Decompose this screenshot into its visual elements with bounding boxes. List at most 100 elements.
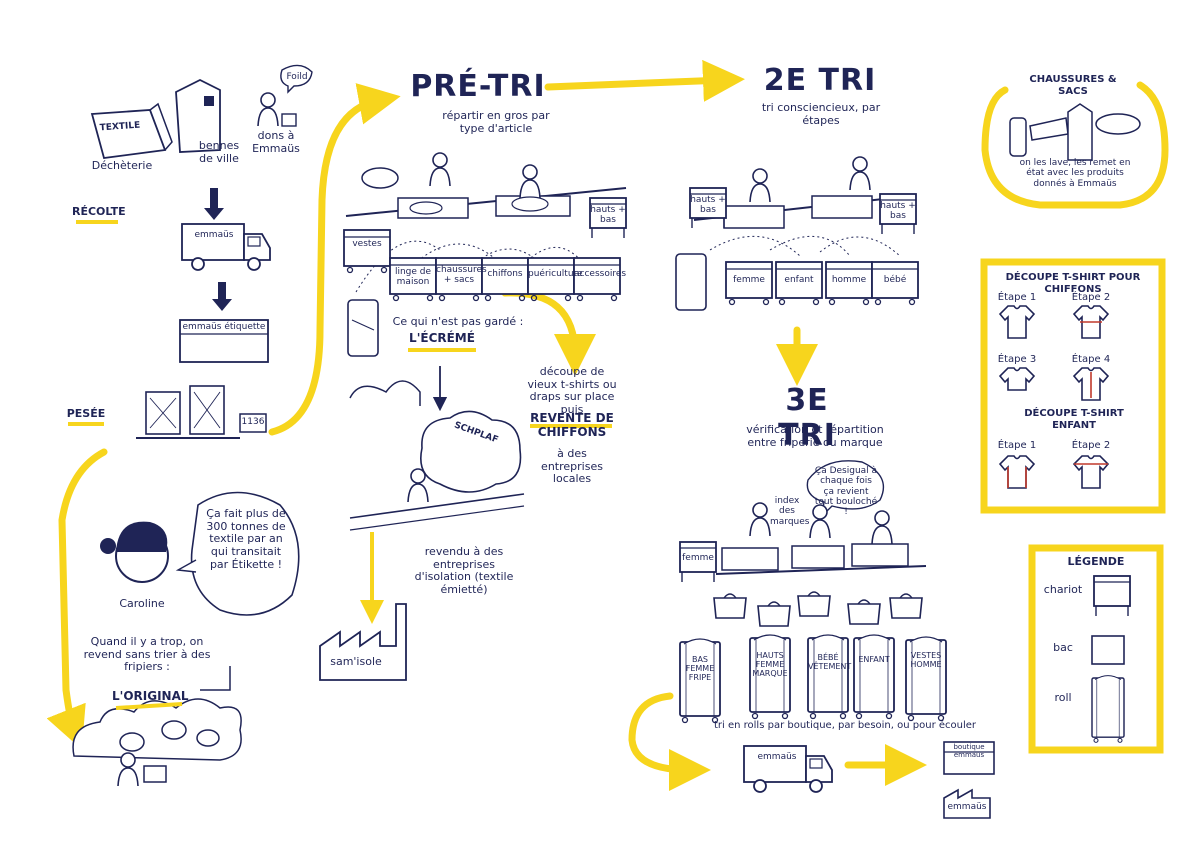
- pretri-worker-2: [519, 164, 541, 199]
- clothes-pile-icon: [361, 167, 399, 189]
- arrow-pretri-to-2etri: [544, 59, 745, 102]
- roll-vestes-homme-icon: [905, 636, 947, 722]
- bin-chiffons-label: chiffons: [487, 269, 523, 279]
- original-title: L'ORIGINAL: [112, 689, 189, 703]
- decoupe-frame: [980, 258, 1166, 514]
- roll-enfant-label: ENFANT: [858, 655, 890, 664]
- tri2-enfant-label: enfant: [784, 275, 814, 285]
- tri2-femme-label: femme: [733, 275, 765, 285]
- tri2-worker-1: [749, 168, 771, 203]
- decoupe-enfant-step2-label: Étape 2: [1071, 440, 1111, 451]
- roll-vestes-homme-label: VESTES HOMME: [910, 651, 942, 669]
- dons-label: dons à Emmaüs: [252, 129, 300, 155]
- tri2-subtitle: tri consciencieux, par étapes: [761, 101, 881, 127]
- legend-chariot-label: chariot: [1043, 583, 1083, 596]
- tri3-femme-label: femme: [682, 553, 714, 563]
- chaussures-title: CHAUSSURES & SACS: [1029, 74, 1117, 97]
- shop2-label: emmaüs: [947, 802, 987, 812]
- legend-chariot-icon: [1093, 575, 1131, 617]
- tri2-trash-bag-icon: [675, 253, 707, 311]
- legend-bac-label: bac: [1053, 641, 1073, 654]
- bac-icon-4: [847, 599, 881, 625]
- arrow-rolls-to-truck: [628, 692, 711, 791]
- dust-cloud: [349, 380, 421, 406]
- decheterie-container-icon: [90, 102, 173, 159]
- tshirt-step1-icon: [999, 305, 1035, 339]
- tri2-worker-2: [849, 156, 871, 191]
- chaussures-frame: [981, 81, 1169, 209]
- tri2-homme-label: homme: [831, 275, 867, 285]
- caroline-speech-bubble: [190, 491, 300, 616]
- caroline-name: Caroline: [119, 597, 165, 610]
- legende-title: LÉGENDE: [1067, 555, 1125, 568]
- arrow-pesee-to-pretri: [268, 83, 401, 436]
- caroline-speech: Ça fait plus de 300 tonnes de textile pa…: [206, 507, 286, 571]
- tshirt-step2-icon: [1073, 305, 1109, 339]
- shop2-building-icon: [943, 788, 991, 819]
- recolte-title: RÉCOLTE: [72, 205, 126, 218]
- decoupe-panel: [980, 258, 1166, 514]
- index-label: index des marques: [770, 496, 810, 527]
- tri2-hauts-right-label: hauts + bas: [880, 201, 916, 221]
- scale-carts-icon: [136, 385, 267, 439]
- roll-bebe-icon: [807, 634, 849, 720]
- legend-bac-icon: [1091, 635, 1125, 665]
- decoupe-enfant-title: DÉCOUPE T-SHIRT ENFANT: [1024, 408, 1124, 431]
- decoupe-step2-label: Étape 2: [1071, 292, 1111, 303]
- roll-bebe-label: BÉBÉ VÊTEMENT: [808, 653, 852, 671]
- legende-panel: [1028, 544, 1164, 754]
- tshirt-enfant-step2-icon: [1073, 455, 1109, 489]
- bac-icon-3: [797, 591, 831, 617]
- pesee-title: PESÉE: [66, 407, 106, 420]
- ecreme-question: Ce qui n'est pas gardé :: [392, 315, 524, 328]
- tri3-truck-label: emmaüs: [757, 752, 797, 762]
- pretri-bin-vestes-icon: [343, 229, 391, 274]
- bennes-bin-icon: [175, 78, 221, 153]
- decoupe-step3-label: Étape 3: [997, 354, 1037, 365]
- tshirt-step4-icon: [1073, 367, 1109, 401]
- tshirt-step3-icon: [998, 367, 1036, 391]
- tri3-speech-bubble: [806, 460, 885, 518]
- roll-bas-femme-label: BAS FEMME FRIPE: [685, 655, 715, 682]
- legende-frame: [1028, 544, 1164, 754]
- shop-label: boutique emmaüs: [953, 743, 985, 760]
- tri3-speech: Ça Desigual à chaque fois ça revient tou…: [814, 466, 878, 518]
- foild-speech-bubble: [280, 64, 313, 94]
- bennes-label: bennes de ville: [198, 139, 240, 165]
- bac-icon-5: [889, 593, 923, 619]
- caroline-portrait: [100, 491, 300, 616]
- recolte-section: [90, 64, 313, 439]
- decoupe-step4-label: Étape 4: [1071, 354, 1111, 365]
- pretri-table: [345, 187, 627, 217]
- rolls-caption: tri en rolls par boutique, par besoin, o…: [713, 720, 977, 731]
- legend-roll-icon: [1091, 674, 1125, 744]
- tshirt-enfant-step1-icon: [999, 455, 1035, 489]
- foild-label: Foild: [286, 72, 308, 82]
- etiquette-building-icon: [179, 319, 269, 363]
- pretri-scene: [319, 152, 627, 681]
- chaussures-text: on les lave, les remet en état avec les …: [1019, 158, 1131, 189]
- pretri-hauts-label: hauts + bas: [590, 205, 626, 225]
- decoupe-step1-label: Étape 1: [997, 292, 1037, 303]
- chaussures-icons: [1009, 103, 1141, 161]
- flow-arrows: [46, 59, 1169, 791]
- pretri-subtitle: répartir en gros par type d'article: [442, 109, 550, 135]
- revendu-text: revendu à des entreprises d'isolation (t…: [414, 545, 514, 596]
- pretri-worker-1: [429, 152, 451, 187]
- bac-icon-2: [757, 601, 791, 627]
- original-pile: [72, 666, 242, 787]
- decoupe-title: DÉCOUPE T-SHIRT POUR CHIFFONS: [1005, 272, 1141, 295]
- tri2-scene: [675, 156, 919, 311]
- bin-linge-label: linge de maison: [394, 267, 432, 287]
- legend-roll-label: roll: [1054, 691, 1072, 704]
- pretri-title: PRÉ-TRI: [410, 69, 546, 104]
- highlight-underlines: [68, 220, 612, 710]
- tri2-hauts-left-label: hauts + bas: [690, 195, 726, 215]
- tri2-title: 2E TRI: [763, 63, 877, 98]
- schplaf-cloud: [420, 410, 522, 493]
- bin-accessoires-label: accessoires: [574, 269, 627, 279]
- donor-person-icon: [257, 92, 297, 127]
- tri2-bebe-label: bébé: [883, 275, 907, 285]
- truck-label: emmaüs: [194, 230, 234, 240]
